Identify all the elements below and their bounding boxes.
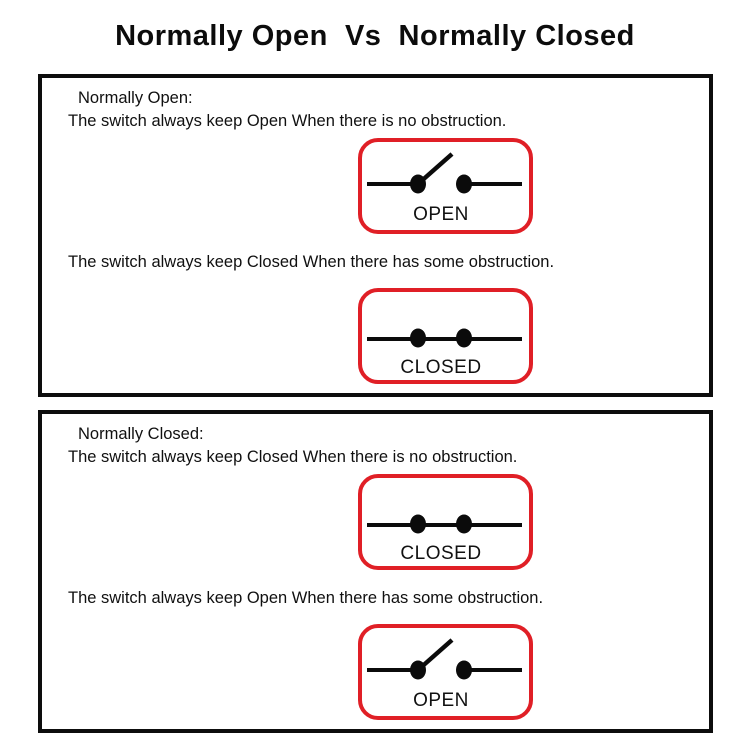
description-no-obstruction: The switch always keep Open When there i… xyxy=(68,112,507,130)
switch-card-closed: CLOSED xyxy=(358,288,533,384)
switch-card-open: OPEN xyxy=(358,138,533,234)
panel-heading: Normally Open: xyxy=(78,89,193,107)
panel-heading: Normally Closed: xyxy=(78,425,204,443)
switch-state-label: OPEN xyxy=(413,204,469,225)
description-no-obstruction: The switch always keep Closed When there… xyxy=(68,448,518,466)
panel-normally-open: Normally Open: The switch always keep Op… xyxy=(38,74,713,397)
closed-switch-diagram: CLOSED xyxy=(367,514,522,564)
open-switch-diagram: OPEN xyxy=(367,152,522,225)
description-some-obstruction: The switch always keep Closed When there… xyxy=(68,253,555,271)
switch-state-label: CLOSED xyxy=(400,543,481,564)
page-title: Normally Open Vs Normally Closed xyxy=(115,20,635,52)
switch-card-closed: CLOSED xyxy=(358,474,533,570)
description-some-obstruction: The switch always keep Open When there h… xyxy=(68,589,544,607)
switch-state-label: CLOSED xyxy=(400,357,481,378)
closed-switch-diagram: CLOSED xyxy=(367,328,522,378)
panel-normally-closed: Normally Closed: The switch always keep … xyxy=(38,410,713,733)
switch-state-label: OPEN xyxy=(413,690,469,711)
open-switch-diagram: OPEN xyxy=(367,638,522,711)
switch-card-open: OPEN xyxy=(358,624,533,720)
